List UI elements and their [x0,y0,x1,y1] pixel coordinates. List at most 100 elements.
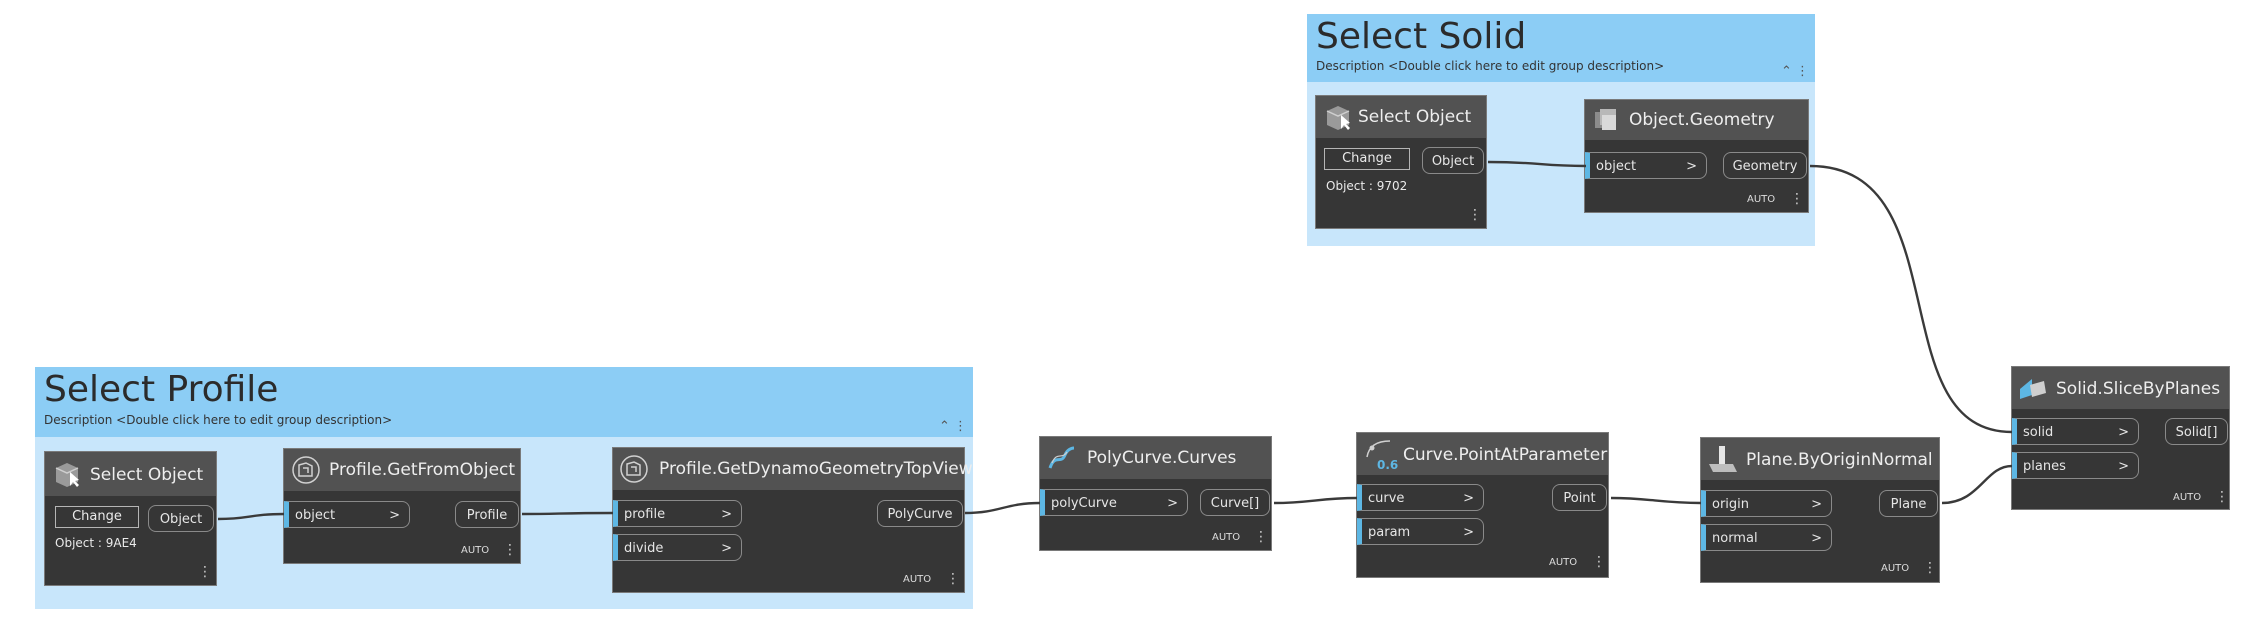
node-menu-icon[interactable]: ⋮ [1790,192,1804,206]
node-body [45,496,216,585]
node-title: Select Object [90,465,204,485]
parameter-value-label: 0.6 [1377,458,1399,472]
group-header[interactable]: Select Profile Description <Double click… [35,367,973,437]
group-description[interactable]: Description <Double click here to edit g… [44,413,393,427]
node-menu-icon[interactable]: ⋮ [1592,555,1606,569]
node-header[interactable]: Object.Geometry [1585,100,1808,140]
node-title: Curve.PointAtParameter [1403,445,1608,465]
selected-object-label: Object : 9702 [1326,179,1408,193]
output-port-solids[interactable]: Solid[] [2165,418,2228,445]
group-description[interactable]: Description <Double click here to edit g… [1316,59,1665,73]
node-body [1357,475,1608,577]
wire-point-to-origin [1610,496,1702,505]
input-port-param[interactable]: param > [1357,518,1484,545]
chevron-right-icon: > [1811,531,1822,546]
output-port-polycurve[interactable]: PolyCurve [877,500,963,527]
node-header[interactable]: 0.6 Curve.PointAtParameter [1357,433,1608,475]
curve-point-icon [1366,440,1391,458]
node-plane-byoriginnormal[interactable]: Plane.ByOriginNormal origin > normal > P… [1701,438,1939,582]
node-profile-getfromobject[interactable]: Profile.GetFromObject object > Profile A… [284,449,520,563]
chevron-right-icon: > [1167,496,1178,511]
port-label: normal [1712,531,1758,546]
node-header[interactable]: Select Object [1316,96,1486,138]
wire-curves-to-curve [1273,496,1358,505]
change-button[interactable]: Change [1324,148,1410,170]
chevron-right-icon: > [721,507,732,522]
lacing-auto-label[interactable]: AUTO [1212,532,1241,543]
node-header[interactable]: PolyCurve.Curves [1040,437,1271,479]
lacing-auto-label[interactable]: AUTO [1747,194,1776,205]
output-port-profile[interactable]: Profile [455,501,519,528]
chevron-right-icon: > [1463,491,1474,506]
node-header[interactable]: Solid.SliceByPlanes [2012,367,2229,409]
input-port-solid[interactable]: solid > [2012,418,2139,445]
node-menu-icon[interactable]: ⋮ [2215,490,2229,504]
node-menu-icon[interactable]: ⋮ [1923,561,1937,575]
output-port-curves[interactable]: Curve[] [1200,489,1270,516]
node-body [1040,479,1271,550]
node-title: Profile.GetFromObject [329,460,516,480]
node-header[interactable]: Plane.ByOriginNormal [1701,438,1939,480]
output-port-plane[interactable]: Plane [1879,490,1938,517]
port-label: curve [1368,491,1405,506]
lacing-auto-label[interactable]: AUTO [461,545,490,556]
port-label: param [1368,525,1411,540]
port-label: origin [1712,497,1750,512]
node-menu-icon[interactable]: ⋮ [1254,530,1268,544]
input-port-object[interactable]: object > [1585,152,1707,179]
input-port-profile[interactable]: profile > [613,500,742,527]
port-label: object [1596,159,1637,174]
lacing-auto-label[interactable]: AUTO [1881,563,1910,574]
node-body [1701,480,1939,582]
lacing-auto-label[interactable]: AUTO [1549,557,1578,568]
output-port-object[interactable]: Object [148,505,214,532]
port-label: object [295,508,336,523]
input-port-polycurve[interactable]: polyCurve > [1040,489,1188,516]
chevron-right-icon: > [2118,459,2129,474]
node-header[interactable]: Profile.GetFromObject [284,449,520,491]
output-port-geometry[interactable]: Geometry [1723,152,1807,179]
node-curve-pointatparameter[interactable]: 0.6 Curve.PointAtParameter curve > param… [1357,433,1608,577]
port-label: divide [624,541,664,556]
node-profile-topview[interactable]: Profile.GetDynamoGeometryTopView profile… [613,448,973,592]
group-title: Select Solid [1316,16,1527,57]
input-port-curve[interactable]: curve > [1357,484,1484,511]
slice-planes-icon [2020,379,2046,399]
group-collapse-menu-icon[interactable]: ⌃ ⋮ [1780,64,1809,79]
node-body [2012,409,2229,509]
input-port-object[interactable]: object > [284,501,410,528]
group-collapse-menu-icon[interactable]: ⌃ ⋮ [938,419,967,434]
node-solid-slicebyplanes[interactable]: Solid.SliceByPlanes solid > planes > Sol… [2012,367,2229,509]
lacing-auto-label[interactable]: AUTO [903,574,932,585]
node-header[interactable]: Select Object [45,452,216,496]
node-polycurve-curves[interactable]: PolyCurve.Curves polyCurve > Curve[] AUT… [1040,437,1271,550]
chevron-right-icon: > [1686,159,1697,174]
plane-icon [1709,446,1737,472]
node-title: PolyCurve.Curves [1087,448,1237,468]
wire-plane-to-planes [1941,464,2013,505]
output-port-point[interactable]: Point [1552,484,1607,511]
input-port-planes[interactable]: planes > [2012,452,2139,479]
node-select-object-solid[interactable]: Select Object Change Object Object : 970… [1316,96,1486,228]
node-menu-icon[interactable]: ⋮ [1468,208,1482,222]
chevron-right-icon: > [1811,497,1822,512]
group-header[interactable]: Select Solid Description <Double click h… [1307,14,1815,82]
node-menu-icon[interactable]: ⋮ [946,572,960,586]
node-menu-icon[interactable]: ⋮ [503,543,517,557]
node-select-object-profile[interactable]: Select Object Change Object Object : 9AE… [45,452,216,585]
node-title: Select Object [1358,107,1472,127]
wire-polycurve-to-curves [964,501,1041,515]
node-menu-icon[interactable]: ⋮ [198,565,212,579]
input-port-normal[interactable]: normal > [1701,524,1832,551]
chevron-right-icon: > [389,508,400,523]
output-port-object[interactable]: Object [1422,147,1484,174]
node-object-geometry[interactable]: Object.Geometry object > Geometry AUTO ⋮ [1585,100,1808,212]
change-button[interactable]: Change [55,506,139,528]
polycurve-icon [1048,446,1075,469]
input-port-origin[interactable]: origin > [1701,490,1832,517]
node-title: Solid.SliceByPlanes [2056,379,2221,399]
node-header[interactable]: Profile.GetDynamoGeometryTopView [613,448,973,490]
chevron-right-icon: > [721,541,732,556]
lacing-auto-label[interactable]: AUTO [2173,492,2202,503]
input-port-divide[interactable]: divide > [613,534,742,561]
